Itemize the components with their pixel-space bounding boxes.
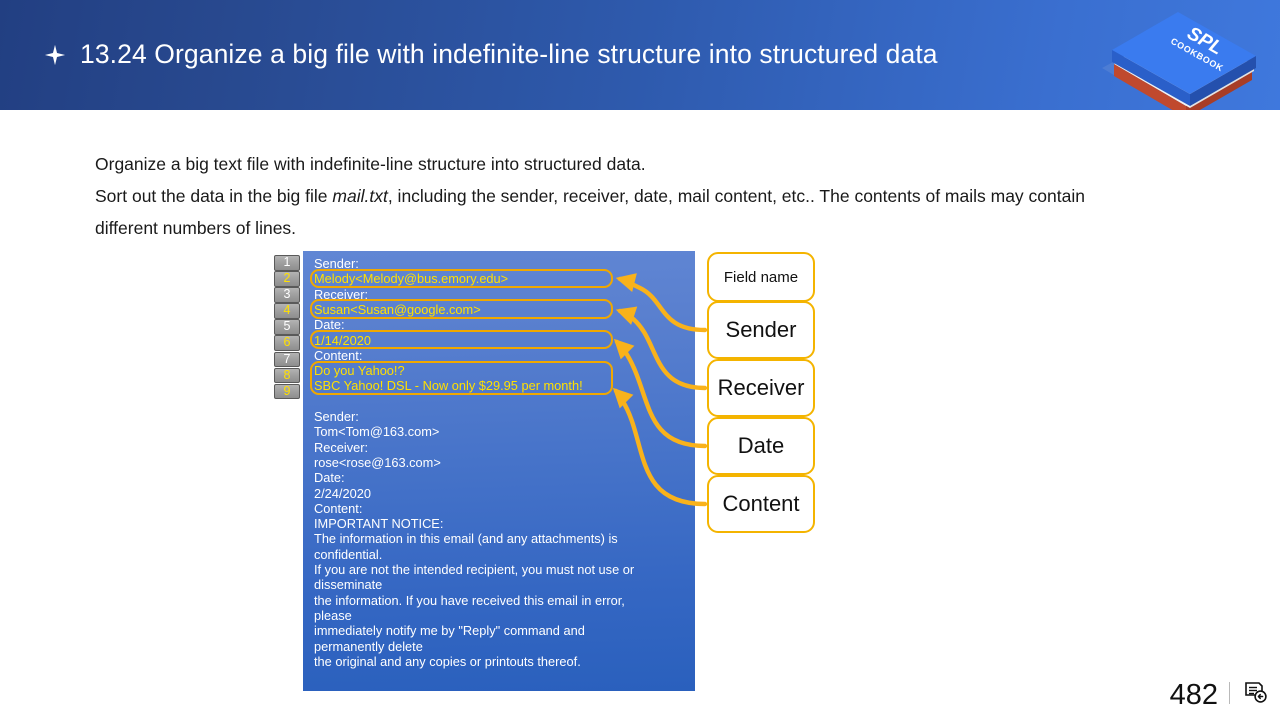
mail-line-16: 2/24/2020 [314, 485, 371, 501]
mail-line-22: disseminate [314, 577, 383, 593]
body-paragraph-1: Organize a big text file with indefinite… [95, 154, 646, 174]
mail-line-9: SBC Yahoo! DSL - Now only $29.95 per mon… [314, 378, 583, 394]
mail-line-20: confidential. [314, 546, 383, 562]
line-number-2: 2 [274, 271, 300, 287]
footer-divider [1229, 682, 1230, 704]
mail-line-5: Date: [314, 317, 345, 333]
legend-label-content: Content [722, 491, 800, 516]
mail-line-7: Content: [314, 347, 363, 363]
legend-label-date: Date [737, 433, 785, 458]
mail-line-21: If you are not the intended recipient, y… [314, 562, 635, 577]
mail-line-19: The information in this email (and any a… [314, 531, 618, 547]
line-number-1: 1 [274, 255, 300, 271]
line-number-8: 8 [274, 367, 300, 384]
line-number-6: 6 [274, 335, 300, 351]
mail-line-8: Do you Yahoo!? [314, 363, 405, 379]
mail-line-27: the original and any copies or printouts… [314, 653, 581, 669]
line-number-3: 3 [274, 287, 300, 303]
page-number: 482 [1169, 679, 1218, 711]
mail-line-23: the information. If you have received th… [314, 592, 625, 608]
legend-label-sender: Sender [725, 317, 797, 342]
mail-line-26: permanently delete [314, 638, 423, 654]
mail-line-12: Tom<Tom@163.com> [314, 424, 440, 440]
legend-box-sender[interactable]: Sender [707, 301, 815, 359]
legend-box-date[interactable]: Date [707, 417, 815, 475]
mail-line-2: Melody<Melody@bus.emory.edu> [314, 271, 509, 287]
mail-text-panel: Sender:Melody<Melody@bus.emory.edu>Recei… [303, 251, 695, 691]
legend-box-content[interactable]: Content [707, 475, 815, 533]
sparkle-bullet-icon [44, 44, 66, 66]
slide-header: 13.24 Organize a big file with indefinit… [0, 0, 1280, 110]
body-text: Organize a big text file with indefinite… [95, 148, 1095, 244]
document-back-icon[interactable] [1242, 680, 1268, 706]
mail-line-17: Content: [314, 500, 363, 516]
body-paragraph-2: Sort out the data in the big file mail.t… [95, 180, 1095, 244]
mail-line-25: immediately notify me by "Reply" command… [314, 623, 585, 639]
file-name-emphasis: mail.txt [332, 186, 388, 206]
mail-line-4: Susan<Susan@google.com> [314, 301, 481, 317]
legend-box-receiver[interactable]: Receiver [707, 359, 815, 417]
spl-cookbook-logo: SPL COOKBOOK [1102, 12, 1256, 110]
legend-label-field-name: Field name [723, 268, 799, 286]
line-number-9: 9 [274, 383, 300, 400]
mail-line-15: Date: [314, 470, 345, 486]
mail-line-14: rose<rose@163.com> [314, 454, 441, 470]
mail-line-6: 1/14/2020 [314, 332, 371, 348]
legend-label-receiver: Receiver [717, 375, 805, 400]
line-number-4: 4 [274, 303, 300, 319]
line-number-5: 5 [274, 319, 300, 335]
mail-line-1: Sender: [314, 256, 359, 271]
mail-line-24: please [314, 607, 352, 623]
line-number-7: 7 [274, 351, 300, 368]
mail-line-18: IMPORTANT NOTICE: [314, 516, 444, 532]
body-paragraph-2-part-a: Sort out the data in the big file [95, 186, 333, 206]
body-paragraph-2-part-b: , including the sender, receiver, date, … [95, 186, 1085, 238]
mail-line-13: Receiver: [314, 439, 369, 455]
legend-box-field-name[interactable]: Field name [707, 252, 815, 302]
mail-line-11: Sender: [314, 409, 359, 424]
mail-line-3: Receiver: [314, 286, 369, 302]
page-title: 13.24 Organize a big file with indefinit… [80, 39, 938, 69]
